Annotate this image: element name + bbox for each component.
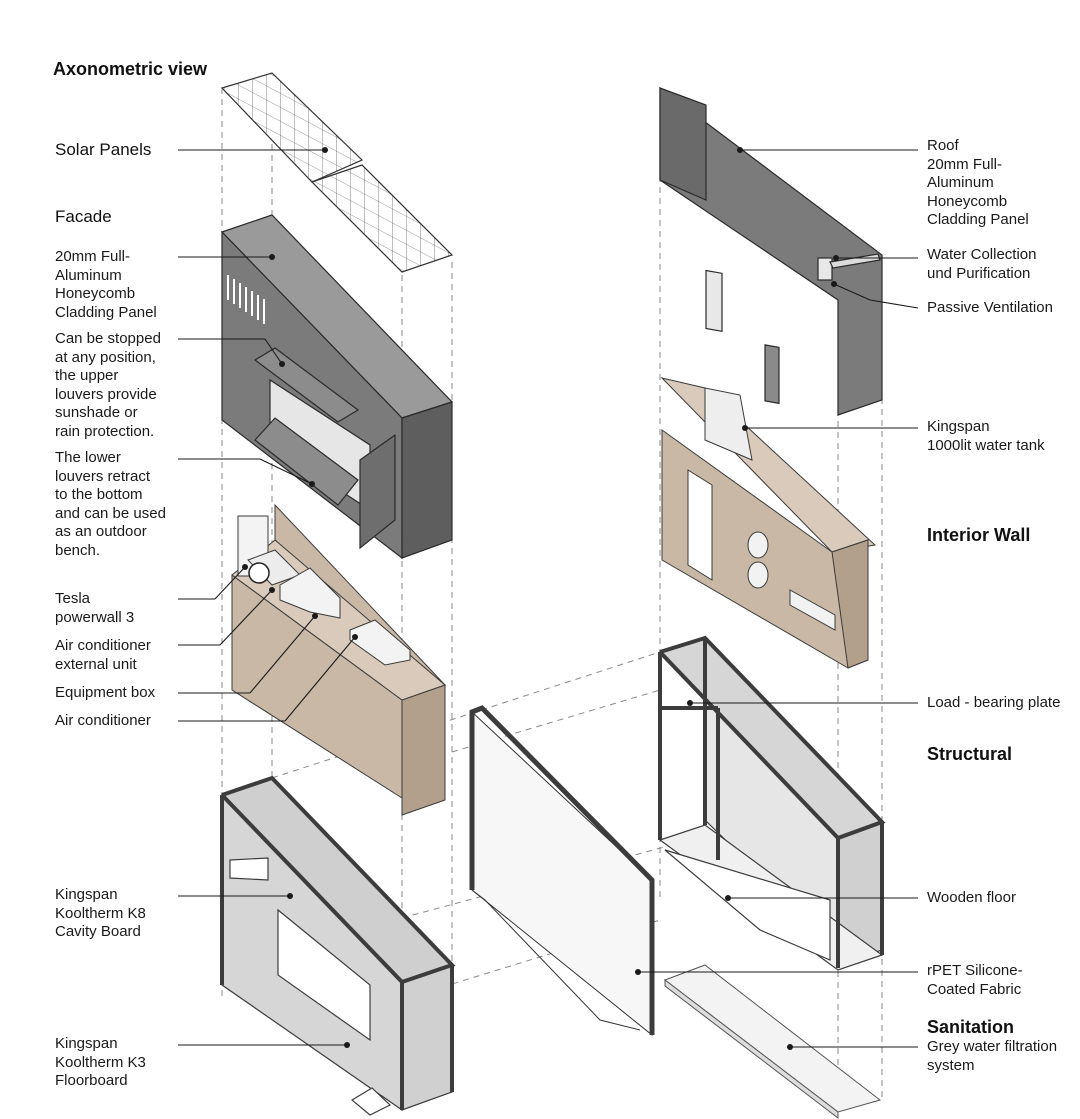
label-rpet-fabric: rPET Silicone- Coated Fabric: [927, 962, 1023, 998]
air-conditioner-unit: [349, 619, 411, 666]
label-air-conditioner: Air conditioner: [55, 712, 151, 729]
solar-panel-lower: [310, 164, 454, 273]
grey-water-tray: [663, 964, 882, 1113]
structural-frame-members: [658, 635, 886, 968]
equipment-box-unit: [279, 567, 341, 619]
kitchen-counter: [789, 589, 836, 631]
section-sanitation: Sanitation: [927, 1017, 1015, 1037]
k3-step: [350, 1087, 392, 1116]
label-water-collection: Water Collection und Purification: [927, 246, 1037, 282]
floor-drape: [664, 849, 831, 961]
roof-passive-vent: [817, 257, 833, 281]
leader-lines: [178, 149, 919, 1048]
facade-vent-slots: [227, 275, 265, 324]
facade-side-panel: [401, 401, 453, 559]
water-tank: [704, 387, 753, 461]
section-structural: Structural: [927, 744, 1013, 764]
ac-fan-icon: [248, 562, 270, 584]
leader-dots: [242, 147, 839, 1050]
roof-module: [659, 86, 883, 416]
roof-side: [659, 87, 707, 201]
k8-side: [401, 964, 453, 1111]
roof-vent-slot: [764, 344, 780, 405]
label-equipment-box: Equipment box: [55, 684, 156, 701]
label-lower-louvers: The lower louvers retract to the bottom …: [55, 449, 166, 559]
roof-window: [705, 269, 723, 333]
label-cladding-panel: 20mm Full- Aluminum Honeycomb Cladding P…: [55, 248, 157, 321]
section-facade: Facade: [55, 207, 112, 226]
solar-panel-upper: [220, 72, 364, 183]
facade-module: [220, 214, 454, 560]
solar-panels: [220, 72, 454, 273]
label-tesla-powerwall: Tesla powerwall 3: [55, 590, 135, 626]
interior-wall-module: [660, 377, 877, 669]
label-grey-water-filtration: Grey water filtration system: [927, 1038, 1058, 1074]
fabric-hem: [471, 889, 641, 1031]
interior-door-1: [687, 469, 713, 581]
section-interior-wall: Interior Wall: [927, 525, 1031, 545]
label-passive-ventilation: Passive Ventilation: [927, 299, 1053, 316]
equipment-wall-shelf: [401, 684, 446, 816]
page-title: Axonometric view: [53, 59, 208, 79]
interior-wall-end: [831, 539, 869, 669]
k8-small-opening: [229, 857, 269, 881]
label-k3-floorboard: Kingspan Kooltherm K3 Floorboard: [55, 1035, 146, 1089]
fabric-shell: [469, 705, 655, 1037]
grey-water-tray-edge: [664, 978, 839, 1119]
facade-door-panel: [359, 433, 396, 550]
fabric-frame: [469, 705, 655, 1035]
label-k8-cavity-board: Kingspan Kooltherm K8 Cavity Board: [55, 886, 146, 940]
label-roof: Roof 20mm Full- Aluminum Honeycomb Cladd…: [927, 137, 1029, 228]
washer-icon: [747, 531, 769, 559]
label-wooden-floor: Wooden floor: [927, 889, 1016, 906]
label-load-bearing-plate: Load - bearing plate: [927, 694, 1061, 711]
section-solar-panels: Solar Panels: [55, 140, 152, 159]
label-water-tank: Kingspan 1000lit water tank: [927, 418, 1045, 454]
label-ac-external-unit: Air conditioner external unit: [55, 637, 151, 673]
sanitation-module: [663, 964, 882, 1119]
structural-frame: [658, 635, 886, 971]
label-upper-louvers: Can be stopped at any position, the uppe…: [55, 330, 161, 440]
fabric-panel: [471, 710, 653, 1037]
insulation-module: [220, 775, 456, 1116]
dryer-icon: [747, 561, 769, 589]
interior-equipment-wall: [231, 503, 446, 816]
k8-window-opening: [277, 908, 371, 1042]
